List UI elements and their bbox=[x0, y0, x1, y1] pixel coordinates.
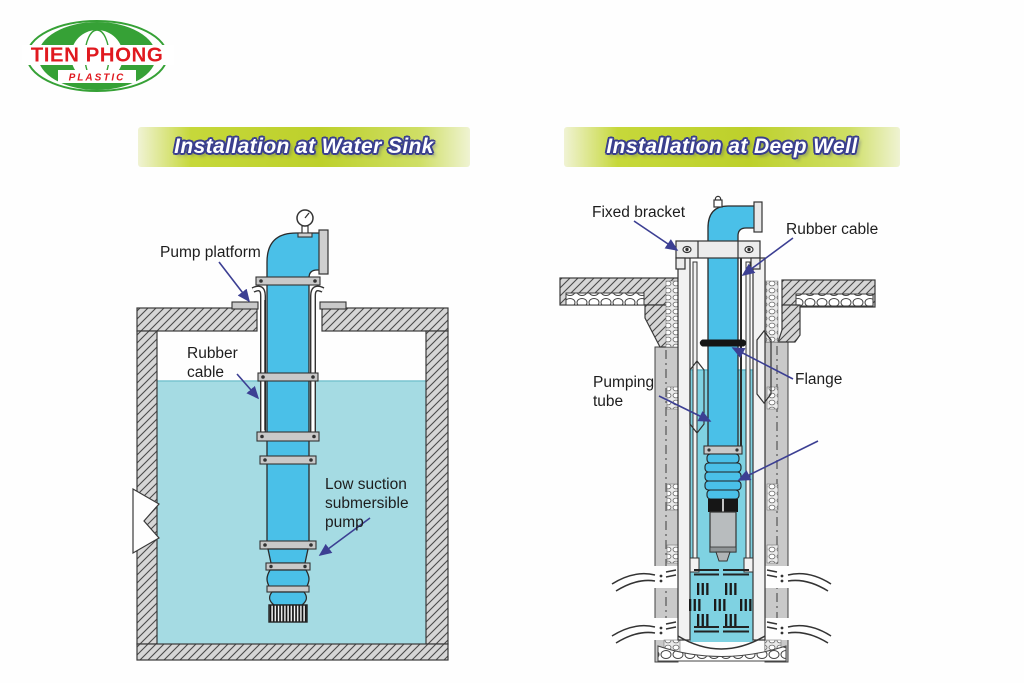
label-pump-platform: Pump platform bbox=[160, 244, 261, 261]
pressure-gauge bbox=[296, 209, 314, 238]
outlet-flange-plate bbox=[753, 201, 763, 233]
water-sink-title-banner: Installation at Water Sink bbox=[138, 127, 470, 167]
casing-clip bbox=[756, 330, 772, 404]
label-rubber-cable-right: Rubber cable bbox=[786, 221, 879, 238]
pump-strainer bbox=[268, 604, 308, 623]
vent-plug bbox=[713, 195, 723, 208]
deep-well-diagram bbox=[559, 195, 876, 663]
deep-well-title-banner: Installation at Deep Well bbox=[564, 127, 900, 167]
brand-subtitle: PLASTIC bbox=[69, 73, 126, 84]
outlet-flange-plate bbox=[318, 229, 329, 275]
brand-name: TIEN PHONG bbox=[31, 44, 164, 67]
submersible-pump bbox=[265, 548, 311, 623]
label-flange: Flange bbox=[795, 371, 843, 388]
label-pumping-tube: Pumping tube bbox=[593, 374, 655, 410]
water-inflow-marks bbox=[611, 569, 832, 644]
pump-platform-right-plate bbox=[319, 301, 347, 310]
deep-well-annotation-arrows bbox=[633, 220, 819, 481]
deep-well-title: Installation at Deep Well bbox=[606, 135, 858, 158]
water-sink-title: Installation at Water Sink bbox=[174, 135, 434, 158]
tank-structure bbox=[136, 307, 449, 661]
casing-clip bbox=[689, 360, 705, 434]
fixed-bracket bbox=[675, 240, 761, 270]
wall-break-mark bbox=[132, 487, 160, 555]
pump-platform-left-plate bbox=[231, 301, 259, 310]
label-submersible-pump: Low suction submersible pump bbox=[325, 476, 409, 531]
brand-logo: TIEN PHONG PLASTIC bbox=[22, 20, 174, 92]
water-sink-annotation-arrows bbox=[218, 261, 371, 556]
water-sink-diagram bbox=[132, 209, 449, 661]
label-fixed-bracket: Fixed bracket bbox=[592, 204, 686, 221]
pump-motor bbox=[709, 511, 737, 553]
tube-flange bbox=[699, 339, 747, 347]
ground-structure bbox=[559, 277, 876, 348]
guide-rails bbox=[251, 285, 325, 433]
deep-well-pump bbox=[703, 445, 743, 562]
label-rubber-cable-left: Rubber cable bbox=[187, 345, 238, 381]
